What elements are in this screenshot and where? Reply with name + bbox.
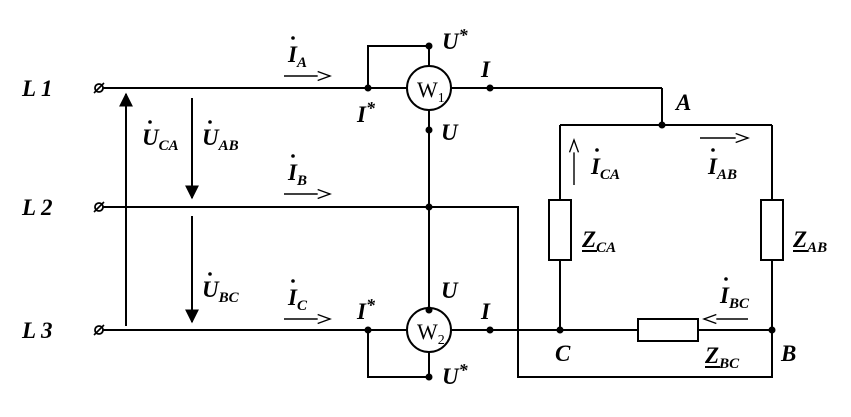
label-l2: L 2 bbox=[21, 195, 52, 220]
svg-text:ZBC: ZBC bbox=[704, 343, 740, 372]
wire-l2 bbox=[103, 206, 773, 378]
w2-terminal-istar: I* bbox=[356, 295, 376, 324]
dot-w2-i bbox=[486, 326, 494, 334]
junction-dots bbox=[364, 42, 776, 381]
dot-node-b bbox=[768, 326, 776, 334]
w1-terminal-i: I bbox=[480, 57, 491, 82]
svg-text:IA: IA bbox=[287, 42, 307, 71]
current-iab: IAB bbox=[707, 148, 737, 183]
node-b-label: B bbox=[780, 341, 796, 366]
svg-text:IC: IC bbox=[287, 285, 308, 314]
w2-terminal-i: I bbox=[480, 299, 491, 324]
svg-text:UCA: UCA bbox=[142, 125, 179, 154]
label-zab: ZAB bbox=[792, 227, 827, 256]
svg-text:IB: IB bbox=[287, 160, 307, 189]
dot-w1-u bbox=[425, 126, 433, 134]
voltage-ubc: UBC bbox=[202, 272, 240, 306]
w2-label: W2 bbox=[417, 319, 445, 348]
node-c-label: C bbox=[555, 341, 571, 366]
w1-terminal-istar: I* bbox=[356, 98, 376, 127]
wire-w2-voltage-loop bbox=[367, 330, 430, 378]
svg-text:ZCA: ZCA bbox=[581, 227, 616, 256]
dot-node-c bbox=[556, 326, 564, 334]
dot-w2-istar bbox=[364, 326, 372, 334]
dot-w2-u bbox=[425, 306, 433, 314]
impedance-zbc bbox=[637, 318, 699, 342]
current-ia: IA bbox=[287, 36, 307, 71]
node-a-label: A bbox=[674, 90, 691, 115]
w2-terminal-u: U bbox=[441, 278, 459, 303]
dot-w1-i bbox=[486, 84, 494, 92]
current-ib: IB bbox=[287, 154, 307, 189]
svg-text:IAB: IAB bbox=[707, 154, 737, 183]
w1-terminal-ustar: U* bbox=[442, 25, 469, 54]
label-zbc: ZBC bbox=[704, 343, 740, 372]
current-ic: IC bbox=[287, 279, 308, 314]
wattmeter-w1 bbox=[406, 65, 452, 111]
wire-w1-voltage-loop bbox=[367, 45, 430, 88]
dot-node-a bbox=[658, 121, 666, 129]
w1-label: W1 bbox=[417, 77, 445, 106]
current-ica: ICA bbox=[590, 148, 620, 183]
dot-l2-junction bbox=[425, 203, 433, 211]
svg-text:UAB: UAB bbox=[202, 125, 239, 154]
dot-w2-ustar bbox=[425, 373, 433, 381]
impedance-zab bbox=[760, 199, 784, 261]
w1-terminal-u: U bbox=[441, 120, 459, 145]
svg-text:ICA: ICA bbox=[590, 154, 620, 183]
svg-text:UBC: UBC bbox=[202, 277, 240, 306]
svg-text:IBC: IBC bbox=[719, 283, 750, 312]
current-ibc: IBC bbox=[719, 277, 750, 312]
dot-w1-istar bbox=[364, 84, 372, 92]
dot-w1-ustar bbox=[425, 42, 433, 50]
voltage-uab: UAB bbox=[202, 120, 239, 154]
svg-text:ZAB: ZAB bbox=[792, 227, 827, 256]
label-l1: L 1 bbox=[21, 76, 52, 101]
label-l3: L 3 bbox=[21, 318, 52, 343]
w2-terminal-ustar: U* bbox=[442, 360, 469, 389]
impedance-zca bbox=[548, 199, 572, 261]
label-zca: ZCA bbox=[581, 227, 616, 256]
voltage-uca: UCA bbox=[142, 120, 179, 154]
